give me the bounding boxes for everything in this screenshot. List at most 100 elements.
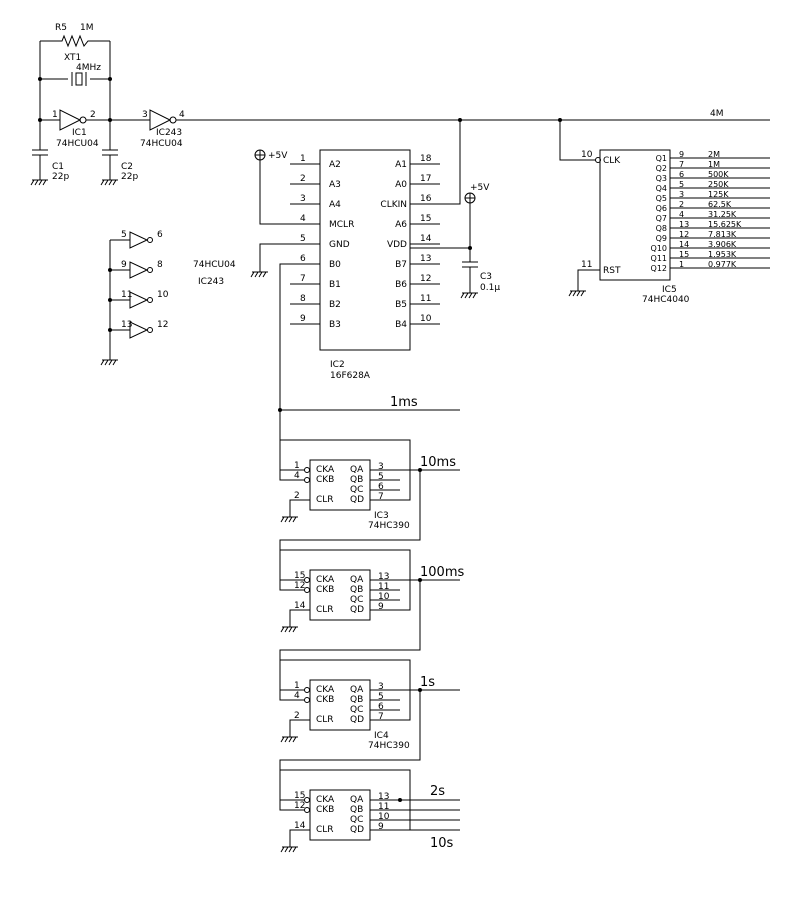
counter-pin: 6 [378,482,384,492]
ic2-pin-name: A0 [395,180,407,190]
crystal-xt1 [40,72,110,86]
ic1-pin-out: 2 [90,110,96,120]
counter-pin: 6 [378,702,384,712]
ic5-output-pin: 15 [679,250,689,259]
counter-pin: 4 [294,471,300,481]
ic2-pin-number: 18 [420,154,432,164]
c3-value: 0.1μ [480,283,500,293]
counter-output-label-2: 10s [430,836,454,851]
c2-ref: C2 [121,162,133,172]
r5-ref: R5 [55,23,67,33]
unused-inverter [129,261,149,279]
decade-counter-chain: CKACKBCLRQAQBQCQD142356710msIC374HC390CK… [279,410,464,851]
counter-output-label: 100ms [420,565,464,580]
unused-inverter-pin-in: 5 [121,230,127,240]
ic5-output-name: Q2 [656,164,667,173]
counter-pin: 4 [294,691,300,701]
ic5-ref: IC5 [662,285,677,295]
oscillator: R5 1M XT1 4MHz 1 2 IC1 74HCU04 3 4 IC243… [32,23,185,182]
unused-inverter-ref: IC243 [198,277,224,287]
ic5-output-frequency: 500K [708,170,729,179]
ground-symbols [30,179,586,853]
counter-pin: 9 [378,822,384,832]
ic2-pin-number: 1 [300,154,306,164]
ic2-pin-name: B2 [329,300,341,310]
ic2-pin-number: 5 [300,234,306,244]
ic2-pin-number: 7 [300,274,306,284]
counter-pin: 14 [294,601,306,611]
unused-inverter [129,291,149,309]
ic5-output-frequency: 15.625K [708,220,742,229]
counter-body [309,459,371,511]
ground-icon [280,626,298,633]
unused-inverter-part: 74HCU04 [193,260,236,270]
resistor-r5 [40,34,110,48]
counter-part: 74HC390 [368,741,410,751]
counter-pin: 3 [378,462,384,472]
unused-inverter-pin-in: 11 [121,290,132,300]
ic5-output-frequency: 7.813K [708,230,737,239]
counter-ckb-label: CKB [316,695,334,705]
counter-pin: 2 [294,711,300,721]
counter-qb-label: QB [350,805,363,815]
ic2-body [319,149,411,351]
ground-icon [100,179,118,186]
unused-inverter-pin-out: 10 [157,290,169,300]
ic2-pin-number: 14 [420,234,432,244]
counter-qb-label: QB [350,475,363,485]
counter-pin: 15 [294,571,305,581]
ic5-body [599,149,671,281]
ic2-pin-name: MCLR [329,220,354,230]
counter-qd-label: QD [350,495,364,505]
c1-value: 22p [52,172,69,182]
unused-inverter-pin-out: 8 [157,260,163,270]
ic2-ref: IC2 [330,360,345,370]
ic1-pin-in: 1 [52,110,58,120]
counter-pin: 10 [378,812,390,822]
ic5-output-pin: 7 [679,160,684,169]
counter-clr-label: CLR [316,715,334,725]
ic5-output-name: Q7 [656,214,667,223]
r5-value: 1M [80,23,94,33]
ic2-pin-name: B7 [395,260,407,270]
ic2-pin-number: 2 [300,174,306,184]
ic2-pin-number: 11 [420,294,431,304]
ic5-output-name: Q9 [656,234,667,243]
ic5-output-name: Q11 [651,254,667,263]
ic2-pin-name: CLKIN [380,200,407,210]
ic1-ref: IC1 [72,128,87,138]
ic2-pin-number: 10 [420,314,432,324]
ic2-pin-name: A3 [329,180,341,190]
counter-clr-label: CLR [316,825,334,835]
counter-pin: 15 [294,791,305,801]
counter-pin: 13 [378,572,389,582]
counter-pin: 7 [378,492,384,502]
ic2-pin-number: 13 [420,254,431,264]
ic2-pin-name: A1 [395,160,407,170]
ic2-pin-name: B0 [329,260,341,270]
unused-inverter-pin-in: 13 [121,320,132,330]
ic2-pin-number: 15 [420,214,431,224]
ic5-output-frequency: 2M [708,150,720,159]
capacitor-c1 [32,149,48,180]
counter-qb-label: QB [350,585,363,595]
ic2-pin-name: B1 [329,280,341,290]
counter-qd-label: QD [350,715,364,725]
ground-icon [460,292,478,299]
unused-inverter [129,321,149,339]
ic5-output-name: Q12 [651,264,667,273]
ic5-output-frequency: 31.25K [708,210,737,219]
vcc-label-vdd: +5V [470,183,490,193]
counter-qb-label: QB [350,695,363,705]
counter-cka-label: CKA [316,685,335,695]
inverter-ic1 [59,109,82,131]
ic2-pin-name: B5 [395,300,407,310]
unused-inverter [129,231,149,249]
net-4m-label: 4M [710,109,724,119]
ic2-pin-number: 8 [300,294,306,304]
